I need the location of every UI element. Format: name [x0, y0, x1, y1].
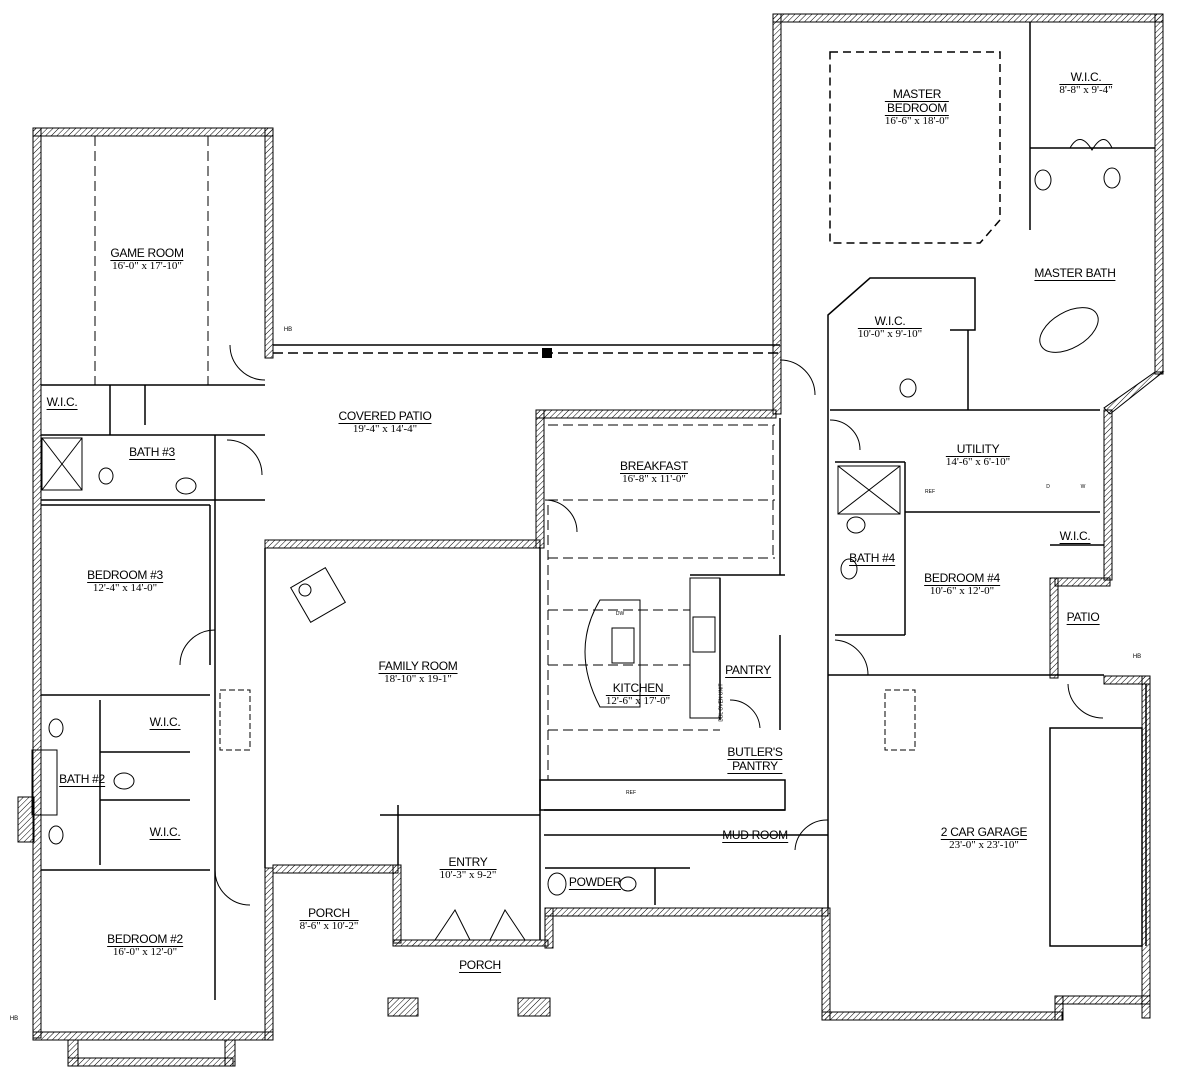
room-dims: 14'-6" x 6'-10" [945, 456, 1011, 468]
room-dims: 16'-6" x 18'-0" [884, 115, 950, 127]
room-name: 2 CAR GARAGE [940, 825, 1028, 840]
dryer-label: D [1046, 484, 1050, 490]
sink [611, 627, 635, 664]
room-name: COVERED PATIO [338, 409, 432, 424]
room-name: ENTRY [439, 856, 497, 870]
room-name: BREAKFAST [620, 459, 688, 474]
room-name: W.I.C. [149, 715, 181, 730]
room-name: W.I.C. [46, 395, 78, 410]
column [542, 348, 552, 358]
room-master-wic-top: W.I.C.8'-8" x 9'-4" [1059, 71, 1113, 96]
room-name: BEDROOM #4 [924, 571, 1000, 586]
room-bath-3: BATH #3 [129, 446, 175, 460]
room-name: PORCH [459, 958, 501, 973]
attic-stairs [219, 689, 251, 751]
room-name: W.I.C. [1059, 529, 1091, 544]
fridge-label: REF [925, 489, 935, 495]
washer-label: W [1080, 484, 1086, 490]
hose-bib-label: HB [1132, 654, 1142, 660]
room-wic-game: W.I.C. [46, 395, 78, 410]
room-powder: POWDER [568, 875, 622, 890]
room-name: GAME ROOM [110, 246, 184, 261]
room-patio: PATIO [1066, 610, 1100, 625]
room-dims: 8'-8" x 9'-4" [1059, 84, 1113, 96]
kitchen-island [584, 599, 641, 708]
room-name: UTILITY [945, 443, 1011, 457]
fixtures [31, 167, 1121, 896]
room-porch-front: PORCH [459, 959, 501, 973]
exterior-walls [17, 13, 1165, 1067]
door-swings [179, 139, 1113, 941]
hose-bib-label: HB [283, 327, 293, 333]
room-dims: 16'-8" x 11'-0" [622, 473, 686, 485]
room-master-bath: MASTER BATH [1034, 266, 1116, 281]
room-dims: 10'-0" x 9'-10" [857, 328, 923, 340]
room-name: W.I.C. [1059, 71, 1113, 85]
room-dims: 8'-6" x 10'-2" [299, 920, 359, 932]
room-wic-bedroom4: W.I.C. [1059, 529, 1091, 544]
room-dims: 12'-4" x 14'-0" [92, 582, 158, 594]
room-mud-room: MUD ROOM [722, 829, 788, 843]
room-name: PANTRY [725, 663, 771, 678]
room-name: W.I.C. [149, 825, 181, 840]
room-dims: 16'-0" x 12'-0" [112, 946, 178, 958]
cooktop [692, 616, 716, 653]
room-name: BUTLER'S [727, 745, 783, 760]
room-name: FAMILY ROOM [378, 659, 458, 674]
room-bath-2: BATH #2 [59, 773, 105, 787]
room-name: MUD ROOM [722, 828, 788, 843]
dishwasher-label: DW [615, 611, 625, 617]
room-dims: 23'-0" x 23'-10" [949, 839, 1019, 851]
attic-stairs [884, 689, 916, 751]
room-dims: 10'-3" x 9-2" [439, 869, 497, 881]
dashed-ceiling-lines [94, 136, 775, 780]
hose-bib-label: HB [9, 1016, 19, 1022]
room-dims: 16'-0" x 17'-10" [112, 260, 182, 272]
room-name: BEDROOM #3 [87, 568, 163, 583]
room-name: PANTRY [727, 760, 783, 774]
fridge-label: REF [626, 790, 636, 796]
bathtub [1039, 307, 1099, 353]
room-dims: 12'-6" x 17'-0" [605, 695, 671, 707]
room-name: W.I.C. [857, 315, 923, 329]
oven-label: DBL OVEN UNIT [718, 683, 725, 722]
fireplace [289, 566, 347, 624]
room-master-wic-lower: W.I.C.10'-0" x 9'-10" [857, 315, 923, 340]
room-dims: 10'-6" x 12'-0" [929, 585, 995, 597]
room-name: BEDROOM [884, 102, 950, 116]
room-pantry: PANTRY [725, 664, 771, 678]
room-name: BATH #2 [59, 772, 105, 787]
interior-walls [41, 22, 1155, 1000]
room-wic-bath2-lower: W.I.C. [149, 825, 181, 840]
room-name: MASTER [884, 88, 950, 102]
room-name: PATIO [1066, 610, 1100, 625]
room-dims: 18'-10" x 19-1" [384, 673, 452, 685]
room-name: BATH #3 [129, 445, 175, 460]
room-name: PORCH [299, 907, 359, 921]
room-wic-bath2-upper: W.I.C. [149, 715, 181, 730]
room-name: BATH #4 [849, 551, 895, 566]
room-name: POWDER [568, 875, 622, 890]
room-name: KITCHEN [605, 682, 671, 696]
room-dims: 19'-4" x 14'-4" [352, 423, 418, 435]
room-name: BEDROOM #2 [107, 932, 183, 947]
room-name: MASTER BATH [1034, 266, 1116, 281]
room-bath-4: BATH #4 [849, 552, 895, 566]
